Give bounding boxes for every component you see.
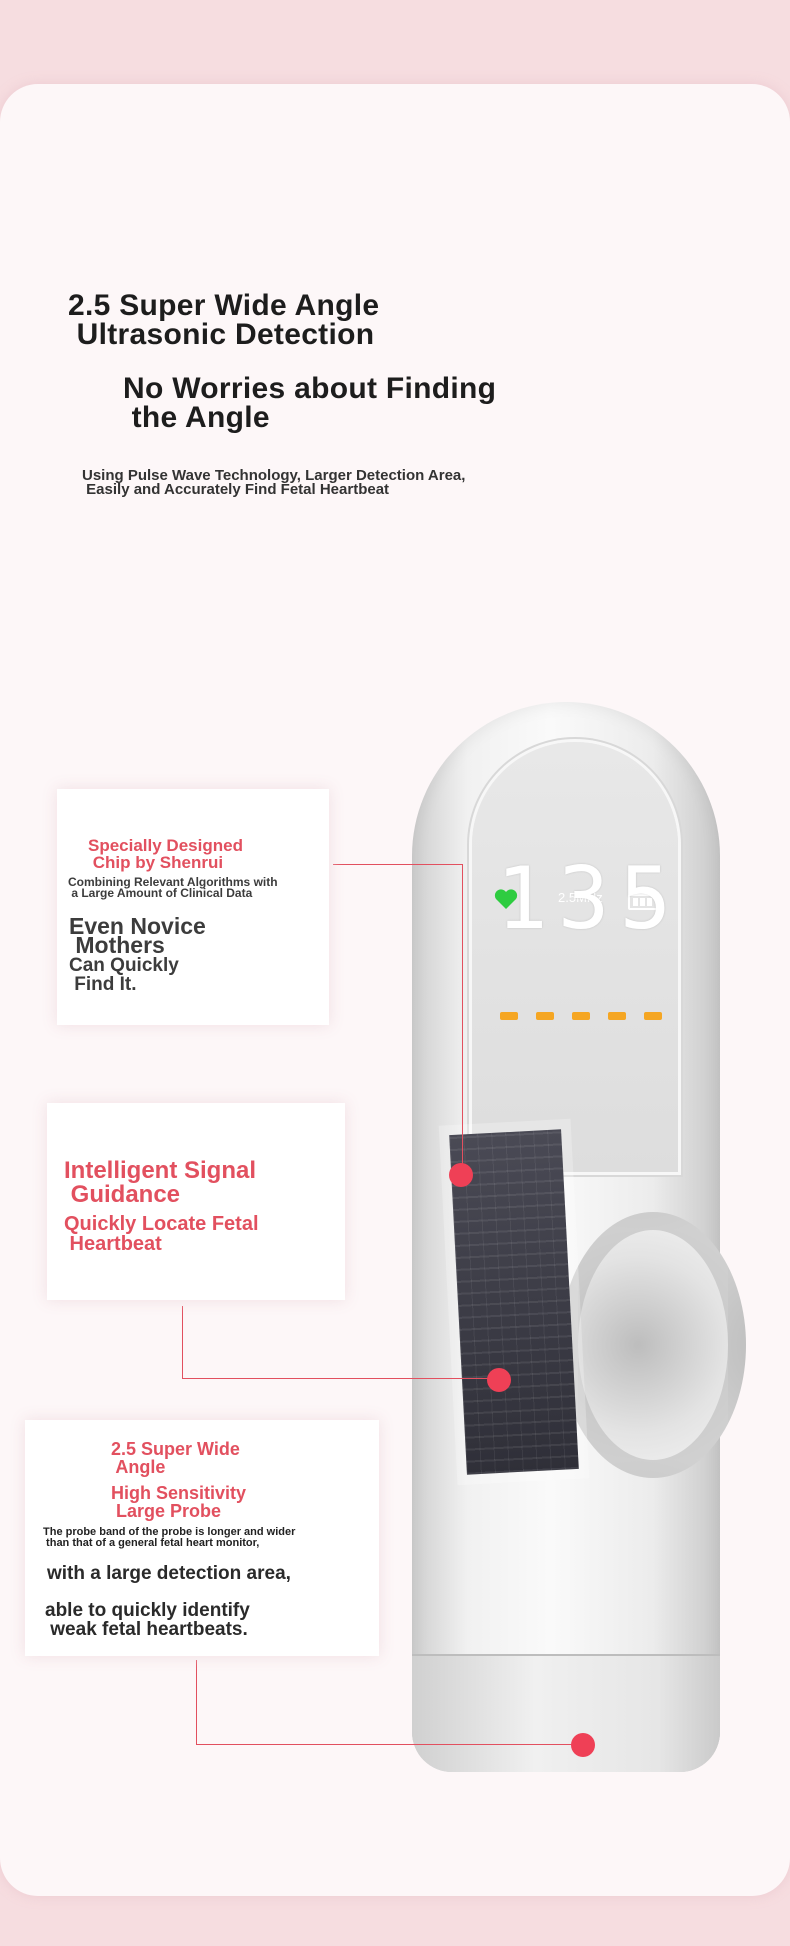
feature-probe-big-2: able to quickly identify — [45, 1600, 250, 1621]
headline-line-1: 2.5 Super Wide Angle — [68, 289, 380, 322]
feature-chip-big-3: Can Quickly — [69, 955, 179, 976]
fetal-doppler-device: 2.5MHz 135 — [412, 702, 746, 1772]
feature-signal-title-2: Guidance — [64, 1181, 181, 1208]
feature-probe-small-1: The probe band of the probe is longer an… — [43, 1526, 296, 1538]
feature-chip-detail-2: a Large Amount of Clinical Data — [68, 886, 253, 900]
connector-line-3-v — [196, 1660, 197, 1744]
marker-dot-signal — [487, 1368, 511, 1392]
feature-probe-title-3: High Sensitivity — [111, 1483, 247, 1503]
heart-icon — [494, 889, 518, 909]
feature-probe-big-1: with a large detection area, — [47, 1563, 291, 1584]
description-line-2: Easily and Accurately Find Fetal Heartbe… — [82, 481, 390, 498]
feature-box-signal: Intelligent Signal Guidance Quickly Loca… — [47, 1103, 345, 1300]
feature-signal-sub-1: Quickly Locate Fetal — [64, 1213, 259, 1235]
feature-signal-title-1: Intelligent Signal — [64, 1157, 257, 1184]
feature-probe-title-4: Large Probe — [111, 1501, 222, 1521]
feature-probe-big-3: weak fetal heartbeats. — [45, 1619, 248, 1640]
subheadline-line-1: No Worries about Finding — [123, 372, 497, 405]
connector-line-2-v — [182, 1306, 183, 1378]
feature-chip-title-1: Specially Designed — [88, 836, 243, 855]
description-line-1: Using Pulse Wave Technology, Larger Dete… — [82, 467, 466, 484]
probe-base — [412, 1654, 720, 1772]
connector-line-1-h — [333, 864, 462, 865]
heart-rate-display: 135 — [496, 849, 682, 949]
subheadline-line-2: the Angle — [123, 401, 270, 434]
connector-line-1-v — [462, 864, 463, 1174]
battery-icon — [628, 894, 660, 910]
feature-probe-title-1: 2.5 Super Wide — [111, 1439, 240, 1459]
feature-chip-title-2: Chip by Shenrui — [88, 853, 224, 872]
feature-chip-detail-1: Combining Relevant Algorithms with — [68, 875, 278, 889]
connector-line-3-h — [196, 1744, 572, 1745]
marker-dot-chip — [449, 1163, 473, 1187]
connector-line-2-h — [182, 1378, 488, 1379]
feature-chip-big-4: Find It. — [69, 974, 137, 995]
feature-chip-big-1: Even Novice — [69, 913, 206, 939]
frequency-label: 2.5MHz — [558, 890, 603, 905]
feature-chip-big-2: Mothers — [69, 932, 165, 958]
feature-signal-sub-2: Heartbeat — [64, 1233, 162, 1255]
headline-line-2: Ultrasonic Detection — [68, 318, 375, 351]
marker-dot-probe — [571, 1733, 595, 1757]
feature-probe-title-2: Angle — [111, 1457, 166, 1477]
probe-ring — [560, 1212, 746, 1478]
feature-box-probe: 2.5 Super Wide Angle High Sensitivity La… — [25, 1420, 379, 1656]
device-screen: 2.5MHz 135 — [472, 742, 678, 1172]
feature-box-chip: Specially Designed Chip by Shenrui Combi… — [57, 789, 329, 1025]
feature-probe-small-2: than that of a general fetal heart monit… — [43, 1537, 260, 1549]
